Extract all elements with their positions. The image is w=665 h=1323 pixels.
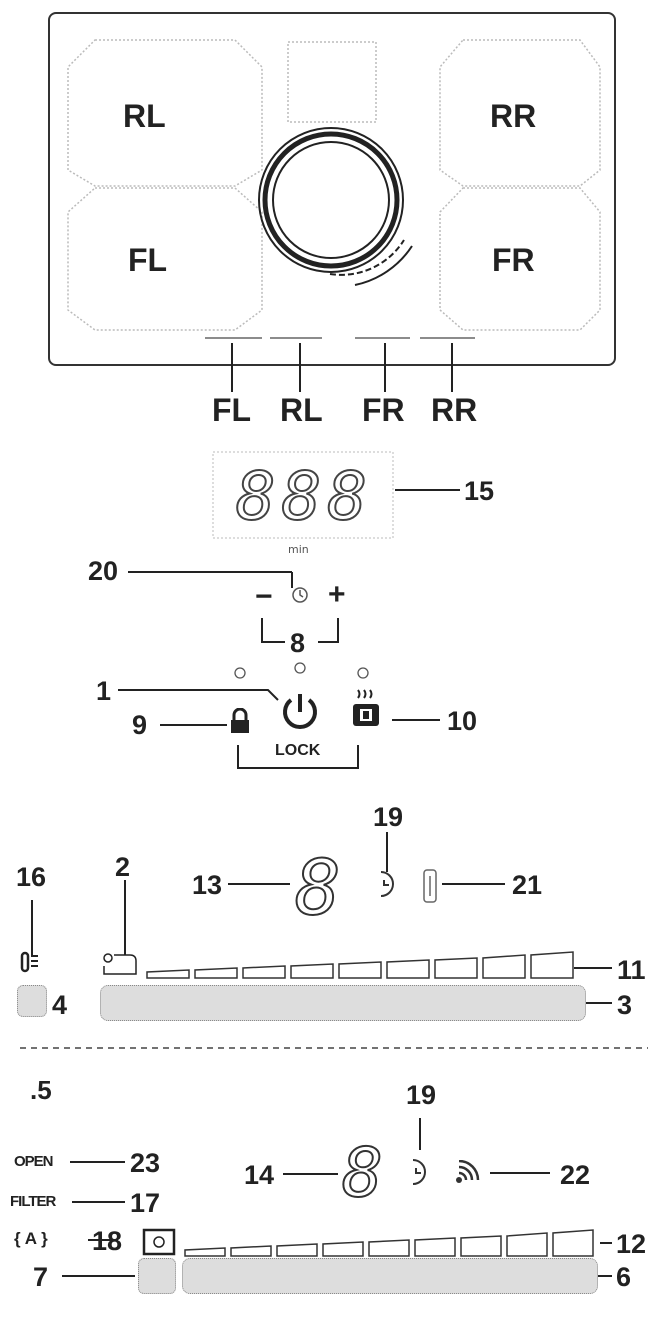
callout-3: 3 [617, 990, 633, 1020]
hob-key[interactable] [17, 985, 47, 1017]
timer-digits: 888 [235, 458, 374, 535]
control-label-fr: FR [362, 392, 405, 428]
zone-label-rr: RR [490, 98, 537, 134]
clock-icon[interactable] [290, 585, 310, 605]
zone-label-rl: RL [123, 98, 166, 134]
cookware-sensor-icon [20, 951, 38, 973]
hob-to-hood-signal-icon [456, 1160, 480, 1183]
callout-13: 13 [192, 870, 223, 900]
callout-14: 14 [244, 1160, 275, 1190]
callout-2: 2 [115, 852, 131, 882]
callout-15: 15 [464, 476, 495, 506]
bracket-8 [261, 618, 339, 643]
filter-label: FILTER [10, 1193, 56, 1210]
callout-7: 7 [33, 1262, 49, 1292]
control-label-fl: FL [212, 392, 252, 428]
plus-button[interactable]: + [328, 578, 346, 611]
minus-button[interactable]: − [255, 580, 273, 613]
zone-label-fl: FL [128, 242, 168, 278]
keep-warm-icon[interactable] [350, 688, 384, 734]
timer-indicator-icon [380, 871, 394, 897]
open-label: OPEN [14, 1153, 54, 1170]
callout-6: 6 [616, 1262, 632, 1292]
callout-22: 22 [560, 1160, 591, 1190]
zone-rr-outline [439, 39, 601, 187]
hood-fan-display: 8 [341, 1134, 384, 1213]
lock-label: LOCK [275, 742, 321, 759]
hood-level-bar[interactable] [183, 1228, 598, 1258]
hob-power-display: 8 [294, 843, 342, 932]
cooktop-outline [48, 12, 616, 366]
timer-display-frame [212, 451, 394, 539]
callout-17: 17 [130, 1188, 161, 1218]
hob-level-bar[interactable] [145, 950, 575, 980]
control-label-rl: RL [280, 392, 323, 428]
control-label-rr: RR [431, 392, 478, 428]
dot-label: .5 [30, 1075, 52, 1105]
hood-timer-indicator-icon [412, 1159, 426, 1185]
callout-12: 12 [616, 1229, 647, 1259]
callout-21: 21 [512, 870, 543, 900]
zone-rl-outline [67, 39, 263, 187]
callout-19-hob: 19 [373, 802, 404, 832]
lock-icon[interactable] [228, 708, 252, 734]
hood-key[interactable] [138, 1258, 176, 1294]
callout-4: 4 [52, 990, 68, 1020]
zone-fl-outline [67, 187, 263, 331]
zone-center-rect [287, 41, 377, 123]
callout-19-hood: 19 [406, 1080, 437, 1110]
callout-16: 16 [16, 862, 47, 892]
zone-center [258, 127, 413, 286]
power-icon[interactable] [278, 690, 322, 734]
callout-9: 9 [132, 710, 148, 740]
auto-label: { A } [14, 1229, 48, 1248]
hood-slider[interactable] [182, 1258, 598, 1294]
callout-1: 1 [96, 676, 112, 706]
leader-1 [118, 689, 279, 701]
callout-18: 18 [92, 1226, 123, 1256]
hob-slider[interactable] [100, 985, 586, 1021]
timer-unit: min [288, 543, 309, 556]
lock-bracket [237, 745, 359, 769]
zone-label-fr: FR [492, 242, 535, 278]
light-button-icon[interactable] [142, 1228, 176, 1256]
callout-20: 20 [88, 556, 119, 586]
callout-10: 10 [447, 706, 478, 736]
bracket-indicator-icon [423, 869, 437, 903]
callout-8: 8 [290, 628, 306, 658]
callout-23: 23 [130, 1148, 161, 1178]
callout-11: 11 [617, 955, 646, 985]
cooking-area-icon [103, 953, 137, 975]
